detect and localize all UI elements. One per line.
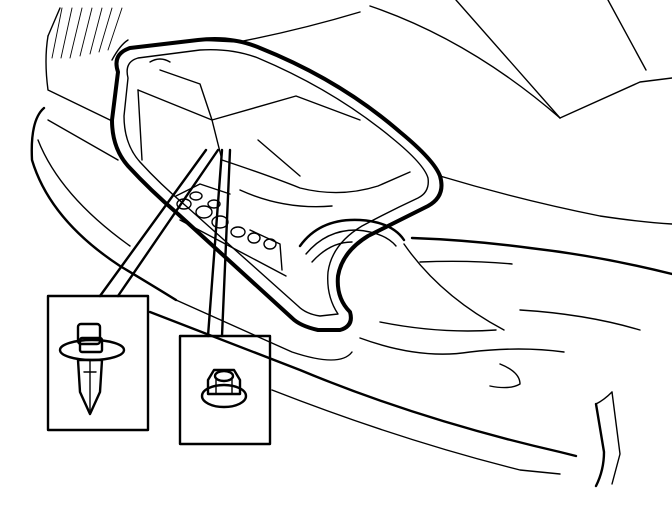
callout-push-pin-retainer [46,294,150,432]
leader-lines [98,148,232,338]
right-quarter-panel [403,175,672,331]
callout-flange-nut [178,334,272,446]
rear-window-pillar [45,7,361,121]
flange-nut-icon [200,368,248,409]
trunk-lid [369,0,672,119]
rear-bumper [30,106,621,488]
trunk-weatherstrip [110,37,444,332]
push-pin-retainer-icon [58,322,126,416]
spare-tire-well [298,218,406,263]
roof-hatching [51,7,123,59]
trunk-interior [137,58,411,271]
